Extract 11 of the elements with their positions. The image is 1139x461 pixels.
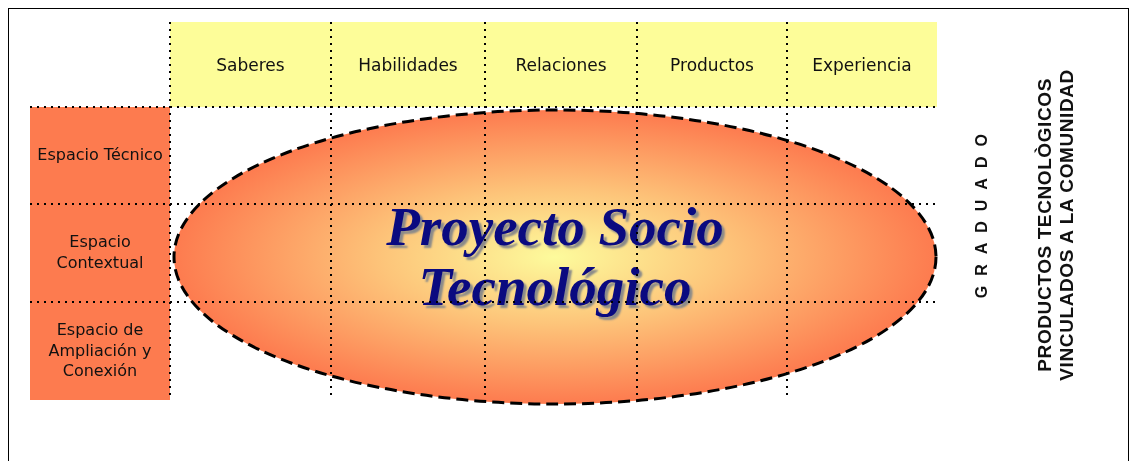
row-header: Espacio Contextual (30, 204, 170, 302)
ellipse-title: Proyecto Socio Tecnológico (385, 196, 725, 318)
column-header: Relaciones (485, 22, 637, 107)
vertical-label: PRODUCTOS TECNOLÒGICOS VINCULADOS A LA COMUNIDAD (1033, 68, 1077, 383)
column-header: Experiencia (787, 22, 937, 107)
column-header: Habilidades (331, 22, 485, 107)
row-header: Espacio de Ampliación y Conexión (30, 302, 170, 400)
vertical-label: GRADUADO (972, 123, 991, 301)
column-header: Productos (637, 22, 787, 107)
column-header: Saberes (170, 22, 331, 107)
row-header: Espacio Técnico (30, 107, 170, 204)
